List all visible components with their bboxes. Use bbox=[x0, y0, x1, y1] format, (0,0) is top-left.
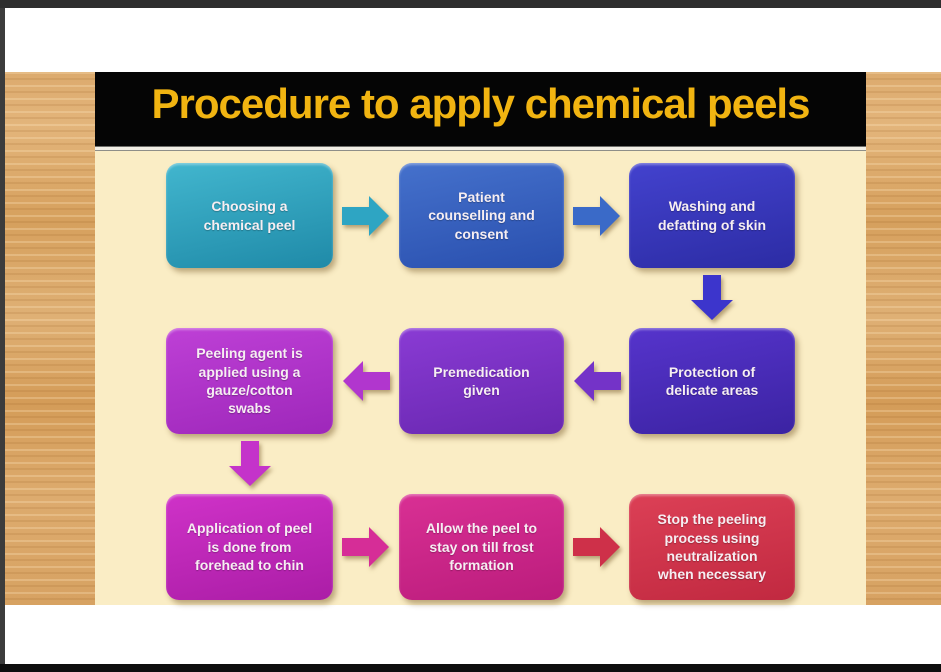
flowchart-grid: Choosing a chemical peel Patient counsel… bbox=[95, 151, 866, 600]
arrow-left-icon bbox=[573, 361, 621, 401]
step-box-protection-delicate-areas: Protection of delicate areas bbox=[629, 328, 795, 434]
step-box-patient-counselling: Patient counselling and consent bbox=[399, 163, 564, 268]
arrow-step5-to-step6 bbox=[333, 328, 399, 434]
step-box-premedication-given: Premedication given bbox=[399, 328, 564, 434]
title-separator-line bbox=[95, 146, 866, 151]
arrow-step1-to-step2 bbox=[333, 163, 399, 268]
arrow-step2-to-step3 bbox=[564, 163, 629, 268]
step-box-washing-defatting: Washing and defatting of skin bbox=[629, 163, 795, 268]
arrow-right-icon bbox=[572, 527, 620, 567]
window-frame-bottom bbox=[0, 664, 941, 672]
arrow-step3-to-step4 bbox=[629, 268, 795, 328]
arrow-step4-to-step5 bbox=[564, 328, 629, 434]
step-box-stop-peeling-neutralization: Stop the peeling process using neutraliz… bbox=[629, 494, 795, 600]
step-box-allow-peel-frost: Allow the peel to stay on till frost for… bbox=[399, 494, 564, 600]
arrow-step6-to-step7 bbox=[166, 434, 333, 494]
slide-title-bar: Procedure to apply chemical peels bbox=[95, 72, 866, 146]
arrow-right-icon bbox=[572, 195, 620, 236]
slide-wood-background: Procedure to apply chemical peels Choosi… bbox=[5, 72, 941, 605]
step-box-application-forehead-chin: Application of peel is done from forehea… bbox=[166, 494, 333, 600]
step-box-peeling-agent-applied: Peeling agent is applied using a gauze/c… bbox=[166, 328, 333, 434]
flowchart-panel: Choosing a chemical peel Patient counsel… bbox=[95, 151, 866, 605]
arrow-down-icon bbox=[691, 275, 733, 320]
arrow-down-icon bbox=[228, 441, 271, 486]
arrow-right-icon bbox=[342, 527, 389, 567]
slide-title: Procedure to apply chemical peels bbox=[151, 80, 811, 127]
arrow-left-icon bbox=[343, 361, 390, 401]
arrow-step8-to-step9 bbox=[564, 494, 629, 600]
step-box-choosing-peel: Choosing a chemical peel bbox=[166, 163, 333, 268]
arrow-right-icon bbox=[342, 195, 389, 236]
window-frame-left bbox=[0, 8, 5, 664]
arrow-step7-to-step8 bbox=[333, 494, 399, 600]
window-frame-top bbox=[0, 0, 941, 8]
